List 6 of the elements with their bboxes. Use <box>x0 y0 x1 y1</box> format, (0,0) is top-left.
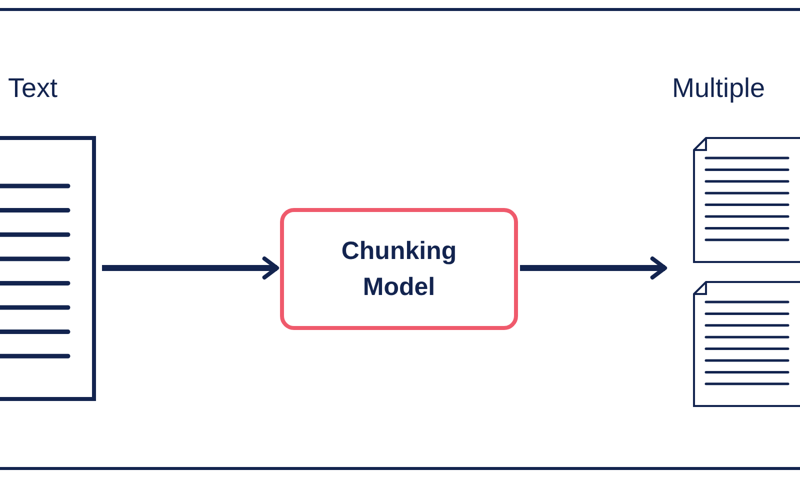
arrow <box>102 256 280 280</box>
documents-heading: Multiple <box>672 73 766 104</box>
box-label: Chunking Model <box>340 236 458 303</box>
arrow <box>520 256 668 280</box>
document-heading: Text <box>8 73 58 104</box>
process-box <box>280 208 518 330</box>
